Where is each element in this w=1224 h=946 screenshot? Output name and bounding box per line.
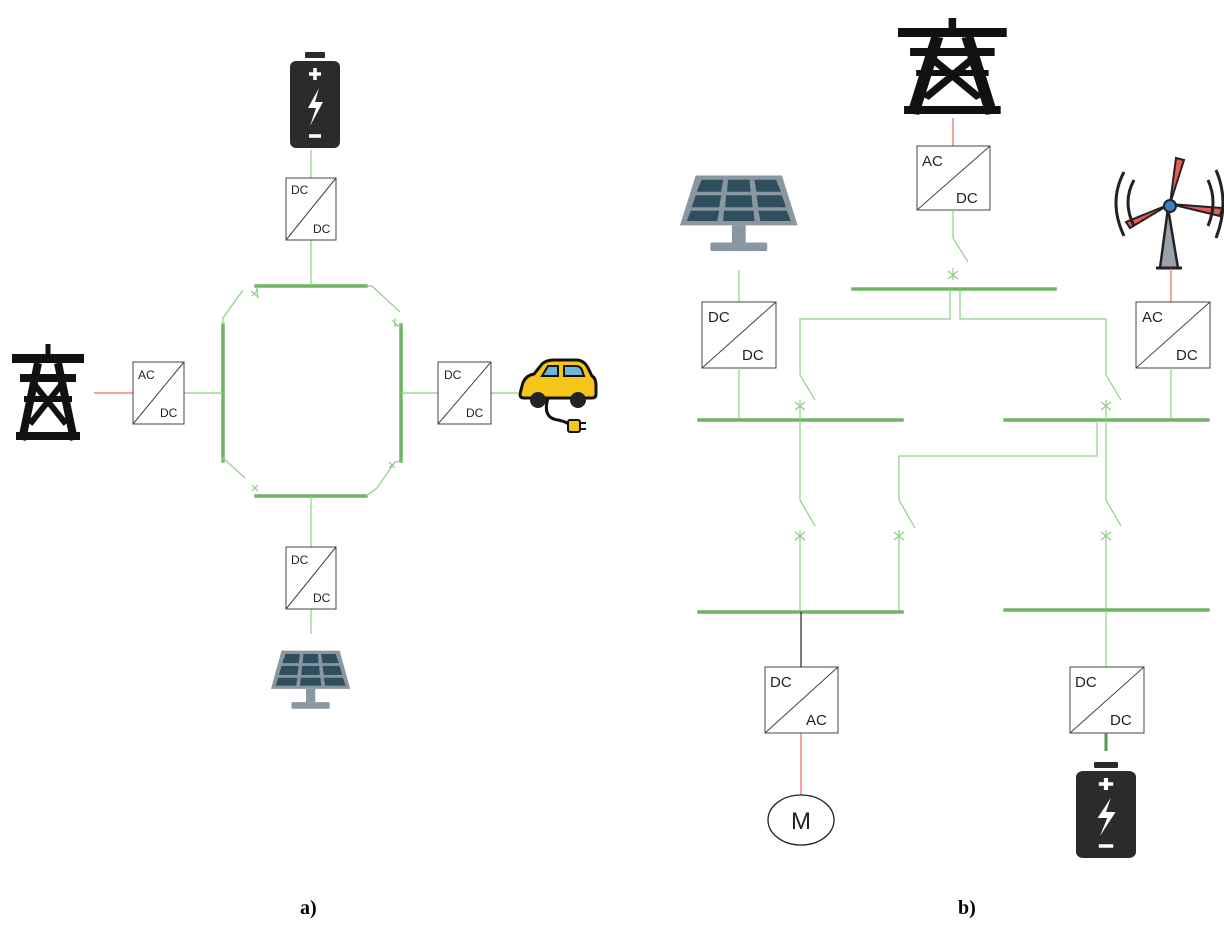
switch-b-mid-right xyxy=(1100,374,1122,420)
converter-b-left: DC DC xyxy=(701,301,777,369)
converter-label-out: DC xyxy=(1176,347,1198,364)
switch-b-low-right xyxy=(1100,420,1122,612)
solar-panel-icon xyxy=(271,650,351,709)
battery-icon xyxy=(1076,762,1136,858)
converter-label-in: DC xyxy=(770,674,792,691)
battery-icon xyxy=(288,50,342,150)
converter-a-bottom: DC DC xyxy=(285,546,337,610)
switches-a xyxy=(223,285,402,496)
switch-b-cross xyxy=(893,420,1098,612)
converter-label-in: DC xyxy=(708,309,730,326)
converter-label-in: AC xyxy=(138,368,155,382)
converter-label-in: DC xyxy=(291,183,309,197)
power-pylon-icon xyxy=(898,18,1007,114)
panel-a: DC DC AC DC DC DC xyxy=(12,50,598,709)
converter-b-top: AC DC xyxy=(916,145,991,211)
converter-label-out: DC xyxy=(956,190,978,207)
motor-icon: M xyxy=(767,794,835,846)
converter-label-in: DC xyxy=(1075,674,1097,691)
converter-a-right: DC DC xyxy=(437,361,492,425)
converter-b-right: AC DC xyxy=(1135,301,1211,369)
wind-turbine-icon xyxy=(1114,156,1224,270)
caption-a: a) xyxy=(300,897,317,919)
converter-label-out: DC xyxy=(742,347,764,364)
motor-label: M xyxy=(791,808,811,835)
converter-label-out: DC xyxy=(466,406,484,420)
solar-panel-icon xyxy=(680,175,798,252)
panel-b: AC DC DC DC xyxy=(680,18,1224,858)
converter-label-in: DC xyxy=(291,553,309,567)
switch-b-mid-left xyxy=(794,374,816,420)
converter-label-out: AC xyxy=(806,712,827,729)
converter-label-out: DC xyxy=(313,591,331,605)
converter-label-in: AC xyxy=(1142,309,1163,326)
switch-b-top xyxy=(947,210,969,280)
converter-label-out: DC xyxy=(313,222,331,236)
converter-a-top: DC DC xyxy=(285,177,337,241)
switch-b-low-left xyxy=(794,420,816,612)
converter-b-battery: DC DC xyxy=(1069,666,1145,734)
caption-b: b) xyxy=(958,897,976,919)
converter-label-in: AC xyxy=(922,153,943,170)
converter-b-motor: DC AC xyxy=(764,666,839,734)
converter-a-left: AC DC xyxy=(132,361,185,425)
converter-label-in: DC xyxy=(444,368,462,382)
converter-label-out: DC xyxy=(1110,712,1132,729)
converter-label-out: DC xyxy=(160,406,178,420)
power-pylon-icon xyxy=(12,344,84,440)
electric-car-icon xyxy=(518,358,598,433)
